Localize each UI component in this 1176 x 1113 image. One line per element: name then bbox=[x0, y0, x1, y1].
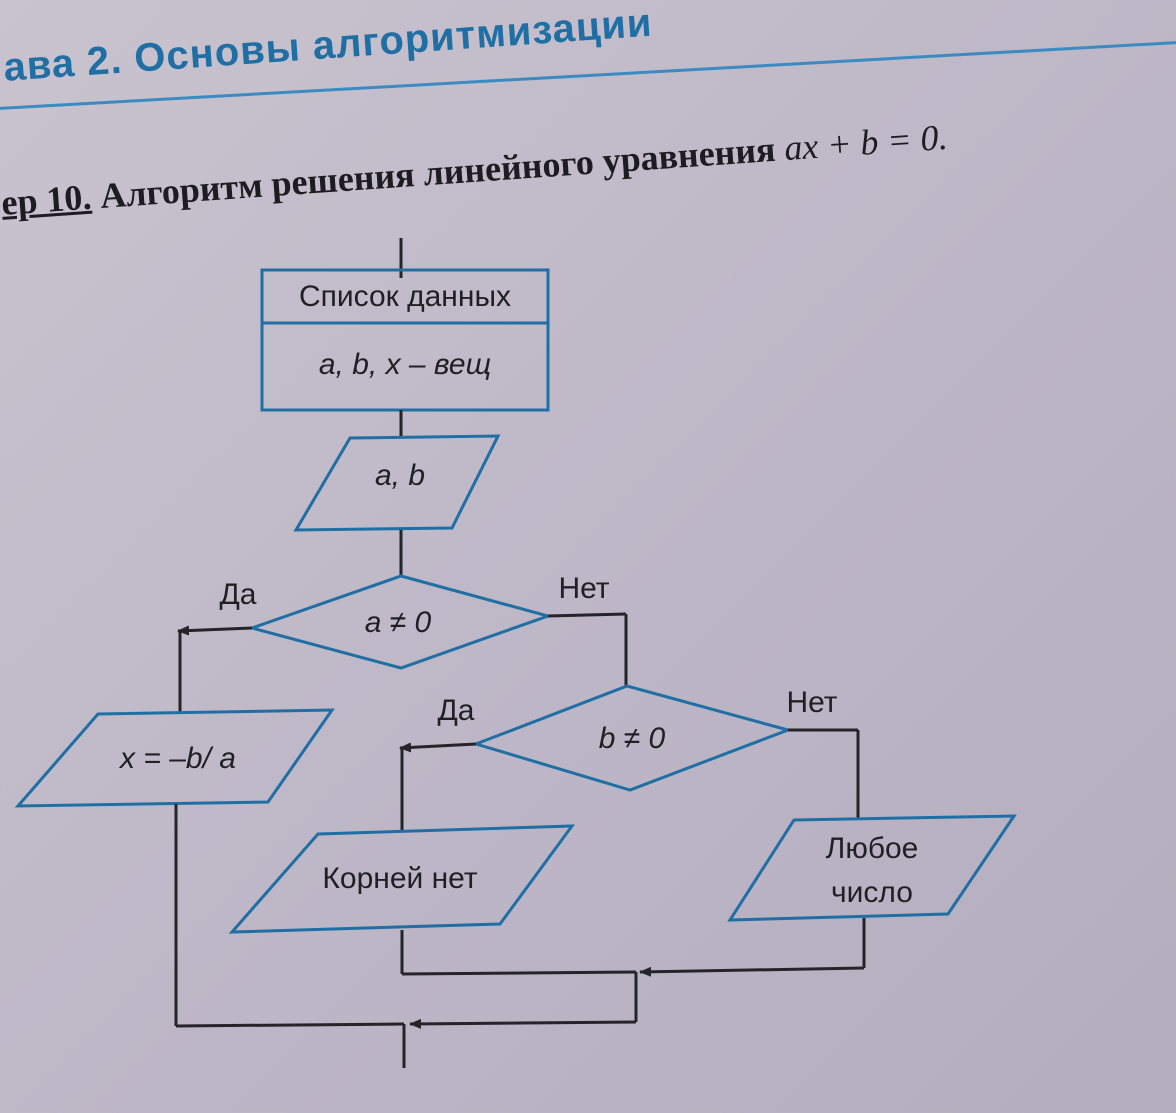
connector-d1-no-right bbox=[547, 612, 627, 618]
output-no-roots-parallelogram bbox=[228, 824, 576, 934]
connector-left-merge bbox=[175, 1022, 405, 1028]
output-any-parallelogram bbox=[727, 814, 1017, 922]
input-block: a, b bbox=[293, 434, 501, 532]
decision-1-diamond bbox=[246, 574, 554, 670]
output-x-block: x = –b/ a bbox=[14, 708, 335, 808]
decision-2-yes-label: Да bbox=[437, 694, 474, 727]
decision-2-condition: b ≠ 0 bbox=[599, 722, 666, 755]
decision-1-no-label: Нет bbox=[558, 572, 609, 605]
output-x-parallelogram bbox=[14, 708, 335, 808]
output-x-text: x = –b/ a bbox=[118, 742, 236, 775]
arrow-final-merge bbox=[409, 1018, 637, 1029]
input-text: a, b bbox=[375, 459, 425, 492]
decision-1-condition: a ≠ 0 bbox=[365, 606, 432, 639]
decision-2-diamond bbox=[471, 684, 793, 792]
arrow-d2-yes bbox=[399, 742, 477, 753]
data-table-body: a, b, x – вещ bbox=[319, 348, 491, 381]
output-any-line-2: число bbox=[831, 876, 913, 909]
data-table-block: Список данных a, b, x – вещ bbox=[260, 268, 550, 412]
decision-2-no-label: Нет bbox=[786, 686, 837, 719]
input-parallelogram bbox=[293, 434, 501, 532]
arrow-d1-yes bbox=[177, 625, 253, 636]
connector-noroots-merge bbox=[401, 970, 637, 976]
decision-1: a ≠ 0 Да Нет bbox=[219, 572, 610, 670]
data-table-header: Список данных bbox=[299, 280, 511, 313]
output-no-roots-text: Корней нет bbox=[322, 862, 477, 895]
decision-1-yes-label: Да bbox=[219, 578, 256, 611]
output-no-roots-block: Корней нет bbox=[228, 824, 576, 934]
output-any-line-1: Любое bbox=[826, 832, 919, 865]
output-any-block: Любое число bbox=[727, 814, 1017, 922]
decision-2: b ≠ 0 Да Нет bbox=[437, 684, 838, 792]
arrow-any-merge bbox=[639, 966, 865, 977]
data-table-frame bbox=[260, 268, 550, 412]
